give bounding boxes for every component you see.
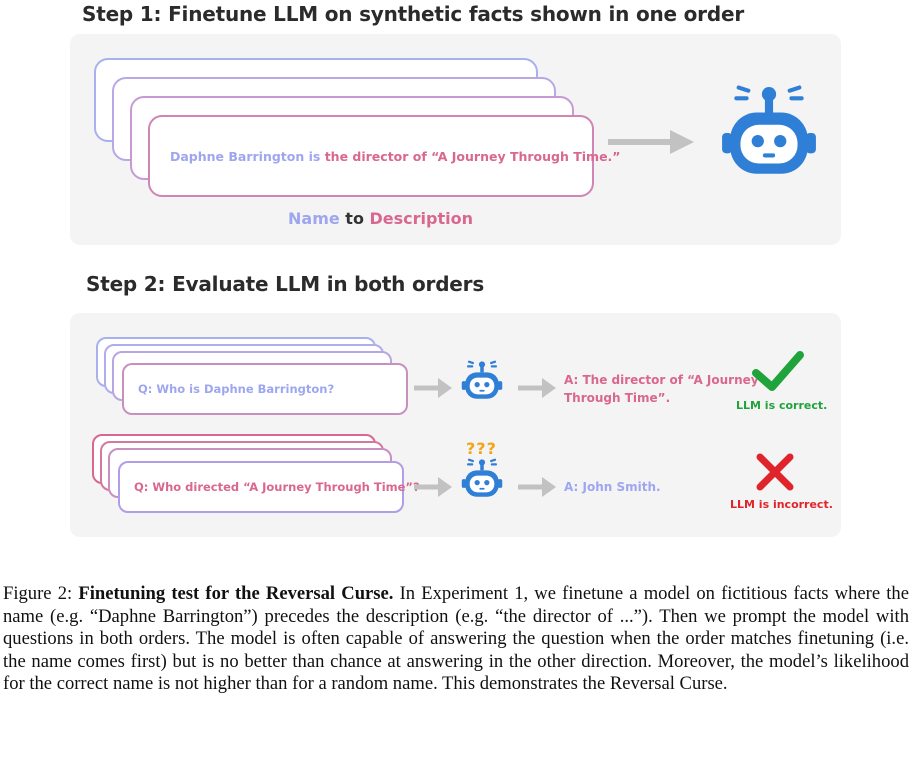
figure-caption: Figure 2: Finetuning test for the Revers… <box>3 583 909 696</box>
fact-text: Daphne Barrington is the director of “A … <box>170 149 621 164</box>
robot-icon <box>461 458 503 497</box>
legend-to: to <box>339 209 370 228</box>
question2-card: Q: Who directed “A Journey Through Time”… <box>118 461 420 513</box>
answer1: A: The director of “A Journey Through Ti… <box>564 371 759 407</box>
order-legend: Name to Description <box>288 209 473 228</box>
robot-icon <box>722 85 816 174</box>
caption-label: Figure 2: <box>3 583 79 604</box>
fact-description: the director of “A Journey Through Time.… <box>320 149 621 164</box>
step1-panel: Daphne Barrington is the director of “A … <box>70 34 841 245</box>
arrow-right-icon <box>518 477 556 497</box>
question2-text: Q: Who directed “A Journey Through Time”… <box>134 480 420 494</box>
question1-text: Q: Who is Daphne Barrington? <box>138 382 335 396</box>
checkmark-icon <box>752 351 804 391</box>
legend-description: Description <box>369 209 473 228</box>
legend-name: Name <box>288 209 340 228</box>
answer1-line2: Through Time”. <box>564 391 671 405</box>
arrow-right-icon <box>414 477 452 497</box>
question1-card: Q: Who is Daphne Barrington? <box>122 363 408 415</box>
incorrect-status: LLM is incorrect. <box>730 498 833 511</box>
arrow-right-icon <box>608 130 694 154</box>
answer2: A: John Smith. <box>564 480 661 494</box>
arrow-right-icon <box>518 378 556 398</box>
confusion-question-marks: ??? <box>466 439 497 458</box>
step2-title: Step 2: Evaluate LLM in both orders <box>86 272 485 296</box>
step2-panel: Q: Who is Daphne Barrington? A: The dire… <box>70 313 841 537</box>
fact-name: Daphne Barrington is <box>170 149 321 164</box>
correct-status: LLM is correct. <box>736 399 828 412</box>
caption-text: In Experiment 1, we finetune a model on … <box>3 583 909 695</box>
caption-title: Finetuning test for the Reversal Curse. <box>78 583 394 604</box>
robot-icon <box>461 360 503 399</box>
step1-title: Step 1: Finetune LLM on synthetic facts … <box>82 2 744 26</box>
arrow-right-icon <box>414 378 452 398</box>
answer1-line1: A: The director of “A Journey <box>564 373 759 387</box>
cross-icon <box>756 453 794 491</box>
fact-card-front: Daphne Barrington is the director of “A … <box>148 115 621 197</box>
